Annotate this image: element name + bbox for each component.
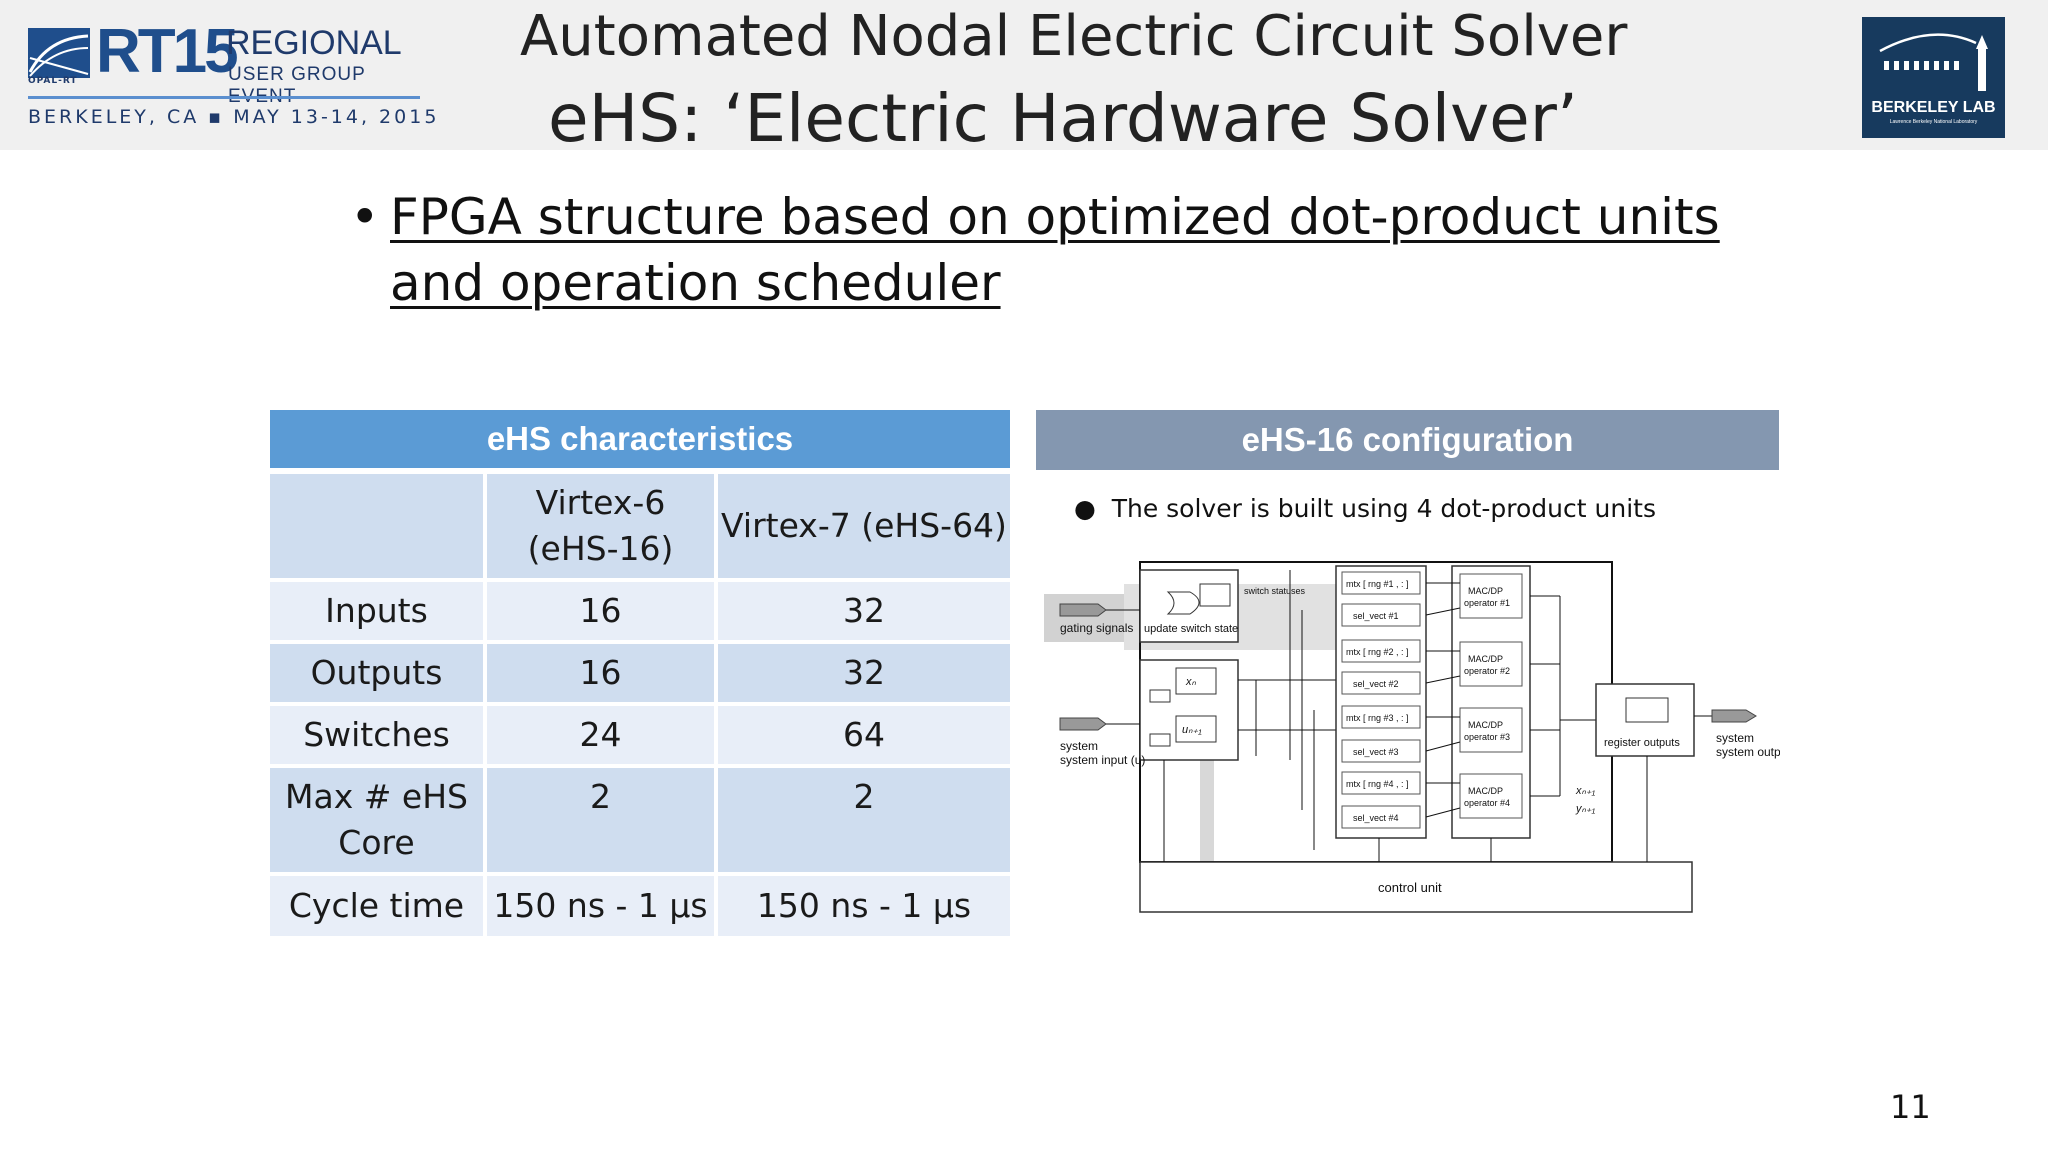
mac-operator-label: operator #1	[1464, 598, 1510, 608]
mac-operator-label: operator #4	[1464, 798, 1510, 808]
table-cell: 2	[718, 768, 1010, 872]
table-header-cell: Virtex-7 (eHS-64)	[718, 474, 1010, 578]
logo-divider	[28, 96, 420, 99]
table-header-row: Virtex-6 (eHS-16) Virtex-7 (eHS-64)	[270, 474, 1010, 578]
mac-label: MAC/DP	[1468, 720, 1503, 730]
berkeley-lab-logo: BERKELEY LAB Lawrence Berkeley National …	[1862, 17, 2005, 138]
table-cell: Cycle time	[270, 876, 483, 936]
table-cell: 64	[718, 706, 1010, 764]
xn-label: xₙ	[1185, 676, 1197, 688]
rt15-event-logo: OPAL-RT RT15 REGIONAL USER GROUP EVENT B…	[28, 17, 436, 134]
register-outputs-label: register outputs	[1604, 737, 1680, 749]
table-row: Max # eHS Core 2 2	[270, 768, 1010, 872]
table-cell: 16	[487, 582, 714, 640]
rt15-label: RT15	[96, 17, 239, 86]
table-row: Cycle time 150 ns - 1 µs 150 ns - 1 µs	[270, 876, 1010, 936]
mac-column: MAC/DP operator #1 MAC/DP operator #2 MA…	[1451, 565, 1531, 839]
slide-subtitle: eHS: ‘Electric Hardware Solver’	[548, 80, 1578, 157]
un1-label: uₙ₊₁	[1182, 724, 1202, 736]
update-switch-state-label: update switch state	[1144, 623, 1238, 635]
table-row: Switches 24 64	[270, 706, 1010, 764]
sel-vect-label: sel_vect #2	[1353, 679, 1399, 689]
berkeley-lab-icon	[1879, 33, 1988, 91]
table-row: Outputs 16 32	[270, 644, 1010, 702]
control-unit-label: control unit	[1378, 880, 1442, 895]
system-input: system system input (u)	[1059, 717, 1145, 767]
ehs16-block-diagram: update switch state switch statuses gati…	[1044, 561, 1780, 913]
table-cell: 150 ns - 1 µs	[718, 876, 1010, 936]
opal-rt-mark-icon	[28, 28, 90, 78]
table-cell: Inputs	[270, 582, 483, 640]
mtx-label: mtx [ rng #4 , : ]	[1346, 779, 1409, 789]
page-number: 11	[1890, 1088, 1931, 1126]
switch-statuses-label: switch statuses	[1244, 586, 1306, 596]
user-group-event-label: USER GROUP EVENT	[228, 64, 366, 107]
input-shade	[1200, 756, 1214, 866]
berkeley-lab-subtitle: Lawrence Berkeley National Laboratory	[1889, 119, 1978, 125]
matrix-column: mtx [ rng #1 , : ] sel_vect #1 mtx [ rng…	[1335, 565, 1427, 839]
state-block: xₙ uₙ₊₁	[1139, 659, 1239, 761]
bullet-marker: •	[350, 188, 380, 246]
yn1-label: yₙ₊₁	[1575, 803, 1596, 815]
table-cell: 150 ns - 1 µs	[487, 876, 714, 936]
opal-rt-label: OPAL-RT	[28, 76, 78, 86]
table-cell: 24	[487, 706, 714, 764]
table-cell: Max # eHS Core	[270, 768, 483, 872]
config-title: eHS-16 configuration	[1036, 410, 1779, 470]
mac-label: MAC/DP	[1468, 586, 1503, 596]
mtx-label: mtx [ rng #1 , : ]	[1346, 579, 1409, 589]
system-output-label-1: system	[1716, 731, 1754, 745]
control-unit-block: control unit	[1139, 861, 1693, 913]
table-cell: Switches	[270, 706, 483, 764]
table-cell: 16	[487, 644, 714, 702]
mac-operator-label: operator #3	[1464, 732, 1510, 742]
bullet-text: FPGA structure based on optimized dot-pr…	[390, 188, 1720, 312]
xn1-label: xₙ₊₁	[1575, 785, 1596, 797]
mtx-label: mtx [ rng #2 , : ]	[1346, 647, 1409, 657]
config-bullet: ● The solver is built using 4 dot-produc…	[1074, 494, 1656, 523]
regional-label: REGIONAL	[226, 24, 402, 62]
system-output-arrow	[1711, 709, 1757, 723]
register-outputs-block: register outputs	[1595, 683, 1695, 757]
config-bullet-text: The solver is built using 4 dot-product …	[1111, 494, 1656, 523]
system-input-label-1: system	[1060, 739, 1098, 753]
gating-label: gating signals	[1060, 621, 1133, 635]
mtx-label: mtx [ rng #3 , : ]	[1346, 713, 1409, 723]
mac-operator-label: operator #2	[1464, 666, 1510, 676]
table-cell: 2	[487, 768, 714, 872]
table-row: Inputs 16 32	[270, 582, 1010, 640]
table-title: eHS characteristics	[270, 410, 1010, 468]
table-cell: 32	[718, 582, 1010, 640]
gating-input: gating signals	[1059, 603, 1140, 635]
slide-title: Automated Nodal Electric Circuit Solver	[520, 4, 1628, 69]
sel-vect-label: sel_vect #1	[1353, 611, 1399, 621]
mac-label: MAC/DP	[1468, 786, 1503, 796]
slide-header: OPAL-RT RT15 REGIONAL USER GROUP EVENT B…	[0, 0, 2048, 157]
table-header-cell	[270, 474, 483, 578]
switch-state-block: update switch state	[1139, 569, 1239, 643]
system-input-label: system input (u)	[1060, 753, 1145, 767]
table-cell: Outputs	[270, 644, 483, 702]
berkeley-lab-name: BERKELEY LAB	[1871, 99, 1996, 116]
table-cell: 32	[718, 644, 1010, 702]
sel-vect-label: sel_vect #3	[1353, 747, 1399, 757]
table-header-cell: Virtex-6 (eHS-16)	[487, 474, 714, 578]
gating-shade	[1044, 594, 1124, 642]
event-date: BERKELEY, CA ▪ MAY 13-14, 2015	[28, 106, 440, 128]
mac-label: MAC/DP	[1468, 654, 1503, 664]
system-output-label: system output (y)	[1716, 745, 1780, 759]
sel-vect-label: sel_vect #4	[1353, 813, 1399, 823]
